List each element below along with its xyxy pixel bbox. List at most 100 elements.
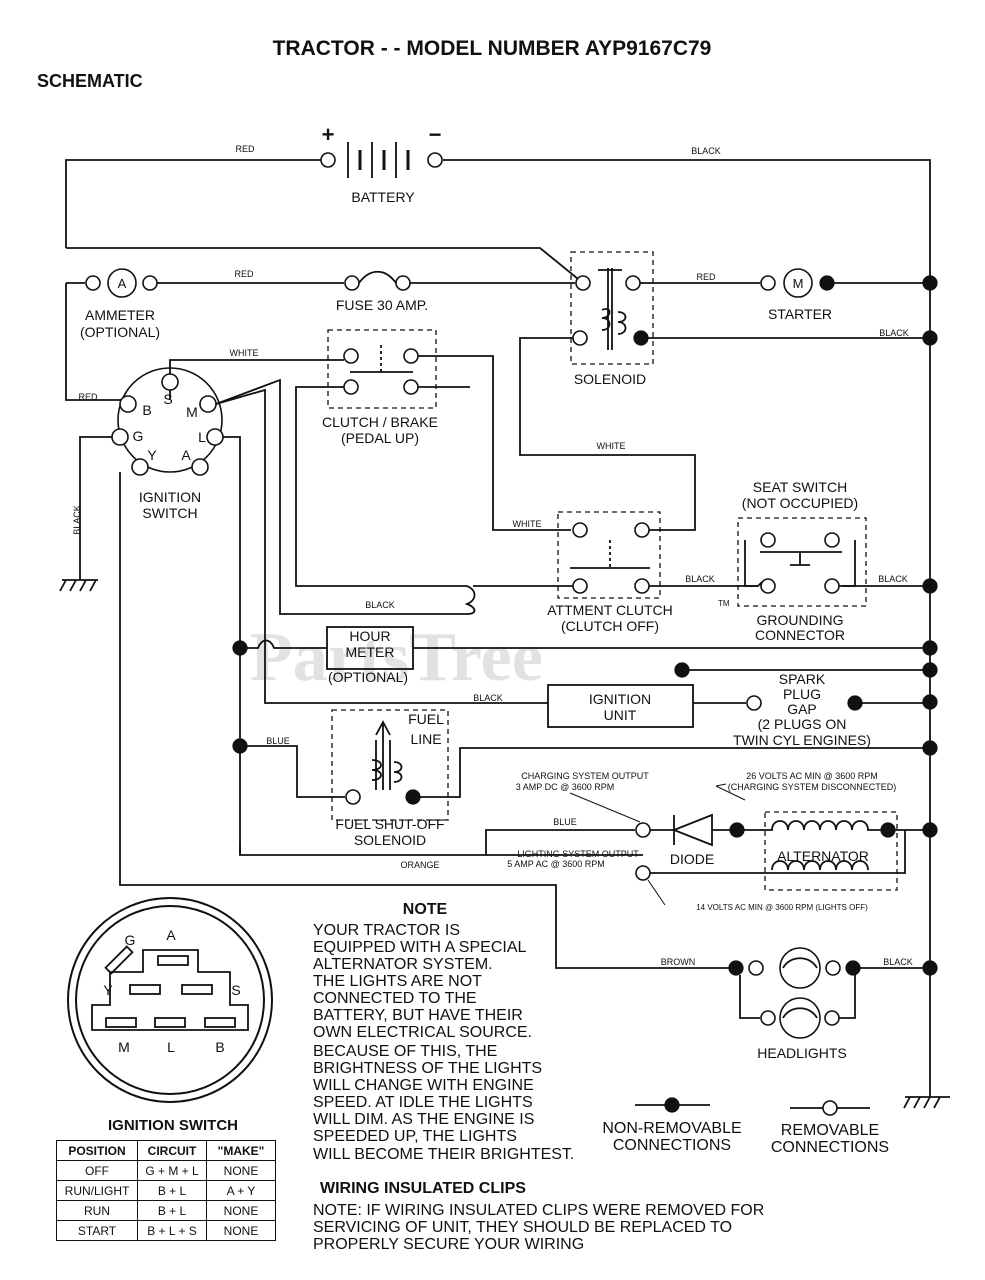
wire-label-red: RED	[235, 144, 255, 154]
legend-removable-1: REMOVABLE	[781, 1122, 879, 1139]
fuel-solenoid-label-2: SOLENOID	[354, 832, 426, 848]
wire-label-black-ground: BLACK	[72, 505, 82, 535]
table-cell: NONE	[206, 1200, 276, 1221]
table-row: RUN/LIGHT B + L A + Y	[56, 1180, 276, 1201]
legend-removable-2: CONNECTIONS	[771, 1139, 889, 1156]
wire-label-white-3: WHITE	[513, 519, 542, 529]
col-header-circuit: CIRCUIT	[137, 1140, 207, 1161]
table-row: START B + L + S NONE	[56, 1220, 276, 1241]
wire-label-brown: BROWN	[661, 957, 696, 967]
volts26-2: (CHARGING SYSTEM DISCONNECTED)	[728, 782, 897, 792]
col-header-position: POSITION	[56, 1140, 138, 1161]
watermark: PartsTree	[250, 619, 543, 696]
note-line: SPEED. AT IDLE THE LIGHTS	[313, 1094, 533, 1111]
ignition-unit-label-1: IGNITION	[589, 691, 651, 707]
seat-switch: BLACK SEAT SWITCH (NOT OCCUPIED) GROUNDI…	[737, 479, 930, 643]
legend-nonremovable-1: NON-REMOVABLE	[602, 1120, 741, 1137]
table-cell: G + M + L	[137, 1160, 207, 1181]
legend: NON-REMOVABLE CONNECTIONS REMOVABLE CONN…	[602, 1097, 889, 1156]
starter-label: STARTER	[768, 306, 832, 322]
lighting-output-1: LIGHTING SYSTEM OUTPUT	[517, 849, 639, 859]
table-cell: B + L + S	[137, 1220, 207, 1241]
schematic-subtitle: SCHEMATIC	[37, 71, 143, 91]
note-line: WILL DIM. AS THE ENGINE IS	[313, 1111, 534, 1128]
spark-label-5: TWIN CYL ENGINES)	[733, 732, 871, 748]
table-row: OFF G + M + L NONE	[56, 1160, 276, 1181]
hour-meter-optional: (OPTIONAL)	[328, 669, 408, 685]
legend-nonremovable-2: CONNECTIONS	[613, 1137, 731, 1154]
hour-meter-label-1: HOUR	[349, 628, 390, 644]
seat-switch-label: SEAT SWITCH	[753, 479, 847, 495]
wiring-clips-note: WIRING INSULATED CLIPS NOTE: IF WIRING I…	[313, 1180, 764, 1253]
note-block: NOTE YOUR TRACTOR IS EQUIPPED WITH A SPE…	[313, 901, 574, 1163]
wire-label-orange: ORANGE	[400, 860, 439, 870]
page-title: TRACTOR - - MODEL NUMBER AYP9167C79	[273, 37, 712, 60]
wire-label-black-5: BLACK	[685, 574, 715, 584]
clips-heading: WIRING INSULATED CLIPS	[320, 1180, 526, 1197]
ammeter-optional: (OPTIONAL)	[80, 324, 160, 340]
spark-label-4: (2 PLUGS ON	[758, 716, 847, 732]
wire-label-red-2: RED	[234, 269, 254, 279]
fuse-label: FUSE 30 AMP.	[336, 297, 428, 313]
ignition-unit: IGNITION UNIT SPARK PLUG GAP (2 PLUGS ON…	[547, 671, 930, 748]
wire-label-black: BLACK	[691, 146, 721, 156]
volts14: 14 VOLTS AC MIN @ 3600 RPM (LIGHTS OFF)	[696, 903, 868, 912]
ignition-switch-label-2: SWITCH	[142, 505, 197, 521]
battery-minus: −	[429, 122, 442, 147]
terminal-g: G	[133, 428, 144, 444]
table-cell: NONE	[206, 1160, 276, 1181]
grounding-label-2: CONNECTOR	[755, 627, 845, 643]
table-cell: NONE	[206, 1220, 276, 1241]
note-line: BECAUSE OF THIS, THE	[313, 1043, 497, 1060]
wire-label-black-6: BLACK	[878, 574, 908, 584]
face-label-m: M	[118, 1039, 130, 1055]
grounding-label-1: GROUNDING	[756, 612, 843, 628]
wire-label-white-2: WHITE	[230, 348, 259, 358]
ammeter-label: AMMETER	[85, 307, 155, 323]
note-line: THE LIGHTS ARE NOT	[313, 973, 482, 990]
table-cell: START	[56, 1220, 138, 1241]
note-line: ALTERNATOR SYSTEM.	[313, 956, 493, 973]
battery: + − BATTERY RED BLACK	[65, 122, 931, 1095]
battery-plus: +	[322, 122, 335, 147]
terminal-y: Y	[147, 447, 157, 463]
note-line: EQUIPPED WITH A SPECIAL	[313, 939, 526, 956]
clutch-brake-label: CLUTCH / BRAKE	[322, 414, 438, 430]
ignition-switch-table: POSITION CIRCUIT "MAKE" OFF G + M + L NO…	[56, 1140, 276, 1241]
alternator-label: ALTERNATOR	[777, 848, 869, 864]
spark-label-1: SPARK	[779, 671, 826, 687]
charging-output-1: CHARGING SYSTEM OUTPUT	[521, 771, 649, 781]
lighting-output-2: 5 AMP AC @ 3600 RPM	[507, 859, 605, 869]
battery-label: BATTERY	[351, 189, 415, 205]
fuel-solenoid: BLUE FUEL LINE FUEL SHUT-OFF SOLENOID	[232, 709, 930, 848]
wire-label-red-4: RED	[696, 272, 716, 282]
fuel-line-label-1: FUEL	[408, 711, 444, 727]
attment-clutch-label: ATTMENT CLUTCH	[547, 602, 672, 618]
face-label-a: A	[166, 927, 176, 943]
alternator-circuit: BLUE DIODE ALTERNATOR CHARGING SYSTEM OU…	[239, 771, 930, 912]
seat-switch-not-occupied: (NOT OCCUPIED)	[742, 495, 858, 511]
fuel-line-label-2: LINE	[410, 731, 441, 747]
table-header-row: POSITION CIRCUIT "MAKE"	[56, 1140, 276, 1161]
note-line: WILL BECOME THEIR BRIGHTEST.	[313, 1146, 574, 1163]
wire-label-white: WHITE	[597, 441, 626, 451]
wire-label-blue-2: BLUE	[553, 817, 577, 827]
clutch-brake-pedal: (PEDAL UP)	[341, 430, 419, 446]
note-line: CONNECTED TO THE	[313, 990, 477, 1007]
note-heading: NOTE	[403, 901, 448, 918]
note-line: OWN ELECTRICAL SOURCE.	[313, 1024, 532, 1041]
clips-line: NOTE: IF WIRING INSULATED CLIPS WERE REM…	[313, 1202, 764, 1219]
table-cell: B + L	[137, 1180, 207, 1201]
table-cell: RUN/LIGHT	[56, 1180, 138, 1201]
watermark-tm: TM	[718, 599, 730, 608]
starter: M STARTER	[760, 268, 930, 322]
note-line: YOUR TRACTOR IS	[313, 922, 460, 939]
diode-label: DIODE	[670, 851, 714, 867]
terminal-l: L	[198, 429, 206, 445]
table-cell: OFF	[56, 1160, 138, 1181]
face-label-l: L	[167, 1039, 175, 1055]
ammeter-symbol: A	[118, 276, 127, 291]
terminal-a: A	[181, 447, 191, 463]
charging-output-2: 3 AMP DC @ 3600 RPM	[516, 782, 615, 792]
headlights: BLACK HEADLIGHTS	[728, 947, 930, 1061]
